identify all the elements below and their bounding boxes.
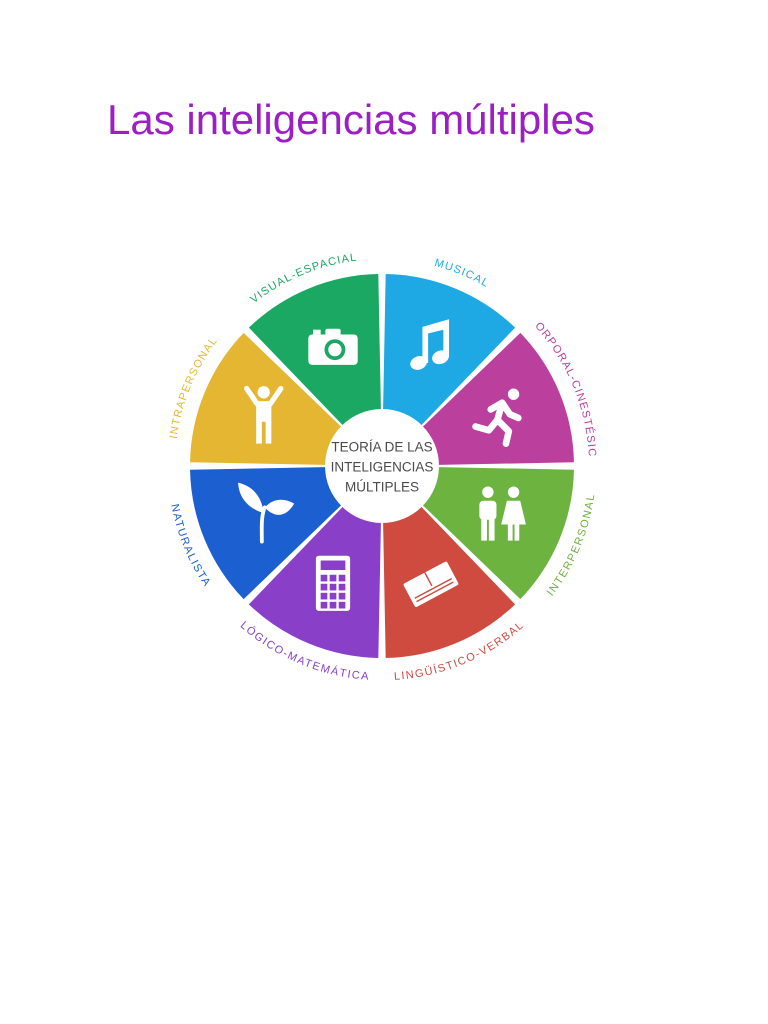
- wheel-center-label-line: TEORÍA DE LAS: [331, 440, 432, 455]
- wheel-segment-visual: [248, 274, 382, 466]
- person-arms-up-icon: [244, 385, 284, 444]
- camera-icon: [308, 328, 358, 365]
- wheel-graphic: MUSICALCORPORAL-CINESTÉSICAINTERPERSONAL…: [162, 238, 597, 683]
- wheel-segment-linguistico: [382, 466, 516, 658]
- running-person-icon: [472, 388, 522, 447]
- music-note-icon: [410, 319, 450, 370]
- book-icon: [403, 561, 459, 607]
- wheel-segment-musical: [382, 274, 516, 466]
- wheel-segment-interpersonal: [382, 466, 574, 600]
- wheel-segment-naturalista: [190, 466, 382, 600]
- people-icon: [479, 486, 526, 541]
- wheel-center-label-line: MÚLTIPLES: [345, 480, 419, 495]
- wheel-segment-intrapersonal: [190, 332, 382, 466]
- intelligences-wheel: MUSICALCORPORAL-CINESTÉSICAINTERPERSONAL…: [162, 238, 602, 688]
- wheel-center-circle: [325, 409, 439, 523]
- leaf-icon: [238, 482, 295, 544]
- page-title: Las inteligencias múltiples: [107, 96, 595, 143]
- calculator-icon: [315, 555, 351, 611]
- wheel-segment-corporal: [382, 332, 574, 466]
- wheel-center-label-line: INTELIGENCIAS: [331, 460, 434, 475]
